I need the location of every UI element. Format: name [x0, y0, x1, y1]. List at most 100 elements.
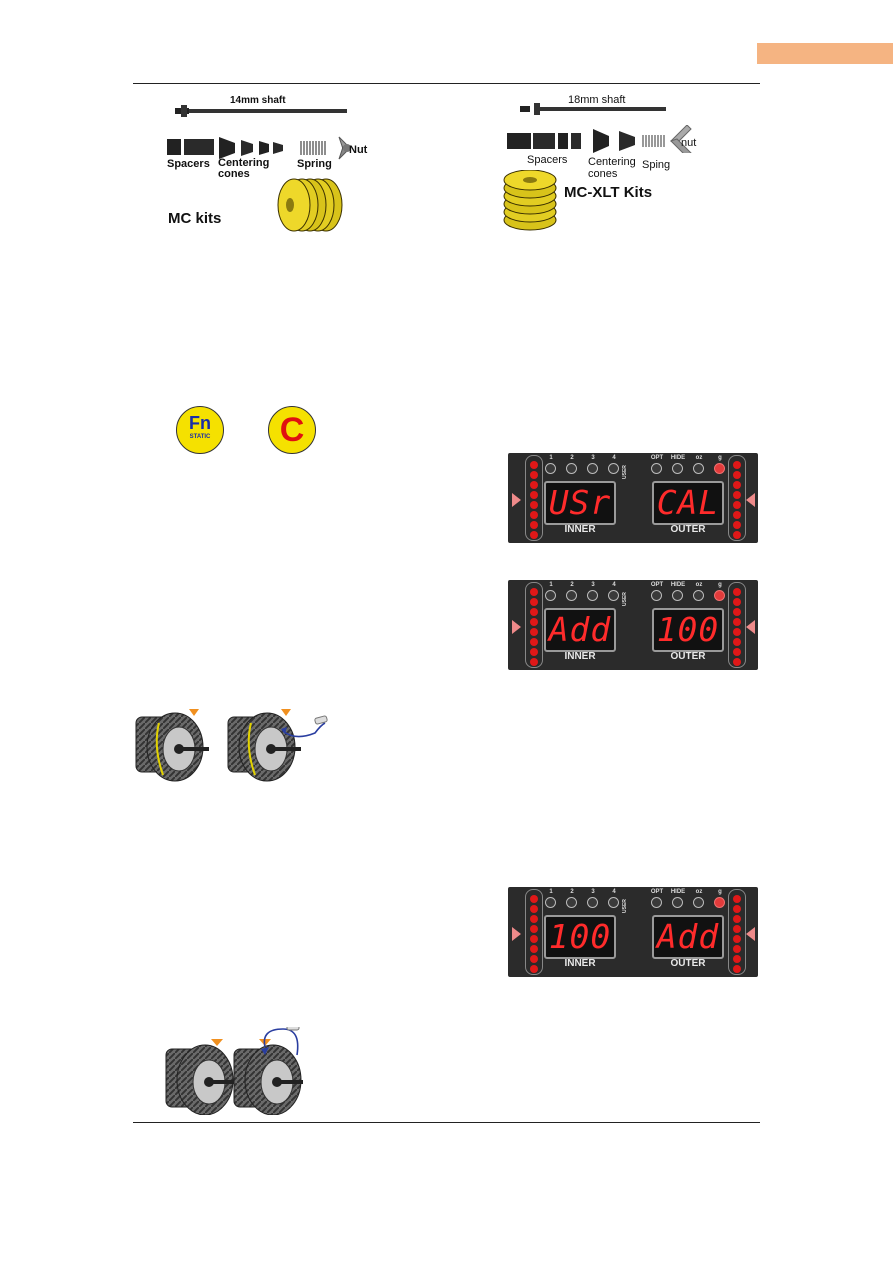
- user-2-button[interactable]: [566, 590, 577, 601]
- hide-button-label: HIDE: [670, 455, 686, 461]
- led-indicator: [733, 965, 741, 973]
- g-button[interactable]: [714, 590, 725, 601]
- user-button-label: 3: [591, 455, 595, 461]
- led-indicator: [530, 658, 538, 666]
- opt-button-label: OPT: [650, 582, 664, 588]
- user-1-button[interactable]: [545, 463, 556, 474]
- led-indicator: [733, 648, 741, 656]
- user-3-button[interactable]: [587, 590, 598, 601]
- c-key[interactable]: C: [268, 406, 316, 454]
- oz-button[interactable]: [693, 897, 704, 908]
- opt-button[interactable]: [651, 590, 662, 601]
- user-4-button[interactable]: [608, 897, 619, 908]
- user-button-label: 2: [570, 889, 574, 895]
- led-indicator: [733, 511, 741, 519]
- led-indicator: [733, 481, 741, 489]
- led-indicator: [530, 598, 538, 606]
- led-indicator: [733, 925, 741, 933]
- led-indicator: [733, 895, 741, 903]
- user-button-label: 3: [591, 582, 595, 588]
- opt-button[interactable]: [651, 897, 662, 908]
- mc-spring-label: Spring: [297, 158, 332, 170]
- outer-value-display: 100: [652, 608, 724, 652]
- hide-button[interactable]: [672, 897, 683, 908]
- outer-label: OUTER: [670, 524, 706, 535]
- outer-value-display: Add: [652, 915, 724, 959]
- led-indicator: [530, 481, 538, 489]
- led-indicator: [733, 588, 741, 596]
- user-tag-label: USER: [622, 465, 628, 479]
- xlt-parts-icon: [507, 125, 692, 153]
- led-indicator: [733, 598, 741, 606]
- mc-nut-label: Nut: [349, 144, 368, 156]
- mc-kit-title: MC kits: [168, 210, 222, 227]
- outer-led-bar: [728, 889, 746, 975]
- led-indicator: [733, 915, 741, 923]
- led-indicator: [733, 905, 741, 913]
- inner-value-display: USr: [544, 481, 616, 525]
- g-button[interactable]: [714, 897, 725, 908]
- c-key-label: C: [279, 411, 305, 449]
- user-4-button[interactable]: [608, 590, 619, 601]
- inner-position-arrow-icon: [512, 620, 521, 634]
- xlt-adapter-stack-icon: [503, 170, 557, 231]
- inner-led-bar: [525, 889, 543, 975]
- user-button-label: 2: [570, 582, 574, 588]
- led-indicator: [733, 461, 741, 469]
- outer-value-display: CAL: [652, 481, 724, 525]
- hide-button[interactable]: [672, 590, 683, 601]
- user-4-button[interactable]: [608, 463, 619, 474]
- inner-led-bar: [525, 582, 543, 668]
- user-2-button[interactable]: [566, 463, 577, 474]
- xlt-spacers-label: Spacers: [527, 154, 568, 166]
- led-indicator: [733, 618, 741, 626]
- user-1-button[interactable]: [545, 590, 556, 601]
- led-indicator: [733, 521, 741, 529]
- led-indicator: [530, 915, 538, 923]
- xlt-shaft-label: 18mm shaft: [568, 94, 626, 106]
- opt-button[interactable]: [651, 463, 662, 474]
- led-indicator: [530, 895, 538, 903]
- led-indicator: [530, 461, 538, 469]
- oz-button[interactable]: [693, 463, 704, 474]
- inner-position-arrow-icon: [512, 927, 521, 941]
- led-indicator: [733, 531, 741, 539]
- mc-cones-label: Centering cones: [218, 157, 270, 180]
- led-indicator: [530, 945, 538, 953]
- wheel-outer-weight-illustration: [165, 1027, 303, 1115]
- oz-button[interactable]: [693, 590, 704, 601]
- inner-label: INNER: [564, 651, 596, 662]
- bottom-rule: [133, 1122, 760, 1123]
- user-1-button[interactable]: [545, 897, 556, 908]
- hide-button-label: HIDE: [670, 889, 686, 895]
- led-indicator: [530, 965, 538, 973]
- user-button-label: 1: [549, 889, 553, 895]
- led-indicator: [530, 638, 538, 646]
- user-button-label: 4: [612, 582, 616, 588]
- oz-button-label: oz: [695, 582, 703, 588]
- user-3-button[interactable]: [587, 463, 598, 474]
- g-button-label: g: [718, 582, 722, 588]
- user-tag-label: USER: [622, 592, 628, 606]
- led-indicator: [733, 471, 741, 479]
- hide-button[interactable]: [672, 463, 683, 474]
- user-2-button[interactable]: [566, 897, 577, 908]
- outer-label: OUTER: [670, 958, 706, 969]
- led-indicator: [530, 531, 538, 539]
- led-indicator: [530, 618, 538, 626]
- opt-button-label: OPT: [650, 889, 664, 895]
- outer-led-bar: [728, 582, 746, 668]
- led-indicator: [530, 935, 538, 943]
- user-button-label: 1: [549, 455, 553, 461]
- top-rule: [133, 83, 760, 84]
- g-button[interactable]: [714, 463, 725, 474]
- led-indicator: [530, 955, 538, 963]
- led-indicator: [530, 648, 538, 656]
- user-button-label: 4: [612, 455, 616, 461]
- fn-static-key[interactable]: Fn STATIC: [176, 406, 224, 454]
- user-3-button[interactable]: [587, 897, 598, 908]
- led-indicator: [733, 638, 741, 646]
- led-indicator: [530, 925, 538, 933]
- fn-key-sub-label: STATIC: [189, 434, 211, 440]
